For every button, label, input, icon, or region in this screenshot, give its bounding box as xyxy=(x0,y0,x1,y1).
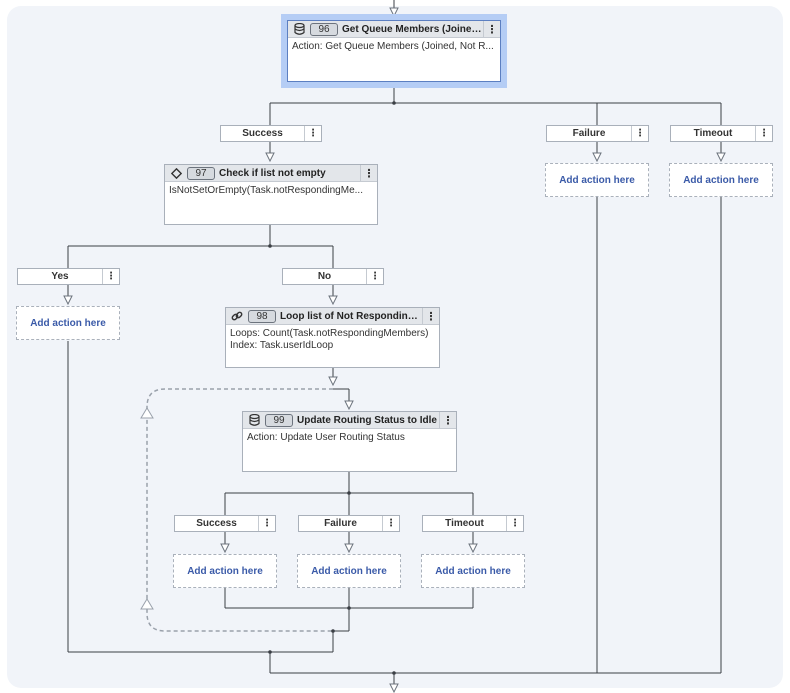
node-number: 96 xyxy=(310,22,338,36)
branch-menu-icon[interactable]: ⋮ xyxy=(506,516,523,531)
branch-failure-99[interactable]: Failure ⋮ xyxy=(298,515,400,532)
branch-success[interactable]: Success ⋮ xyxy=(220,125,322,142)
branch-label: Yes xyxy=(51,271,69,282)
node-number: 99 xyxy=(265,413,293,427)
node-title: Update Routing Status to Idle xyxy=(297,414,437,426)
node-menu-icon[interactable]: ⋮ xyxy=(483,21,500,37)
node-99-update-routing[interactable]: 99 Update Routing Status to Idle ⋮ Actio… xyxy=(242,411,457,472)
node-header: 96 Get Queue Members (Joined,... ⋮ xyxy=(288,21,500,38)
link-icon xyxy=(230,309,244,323)
branch-success-99[interactable]: Success ⋮ xyxy=(174,515,276,532)
branch-label: Timeout xyxy=(693,128,733,139)
branch-menu-icon[interactable]: ⋮ xyxy=(304,126,321,141)
loop-count: Loops: Count(Task.notRespondingMembers) xyxy=(230,328,429,339)
branch-failure[interactable]: Failure ⋮ xyxy=(546,125,649,142)
branch-label: No xyxy=(317,271,332,282)
branch-label: Success xyxy=(196,518,237,529)
add-action-failure[interactable]: Add action here xyxy=(545,163,649,197)
add-action-success-99[interactable]: Add action here xyxy=(173,554,277,588)
branch-label: Timeout xyxy=(445,518,484,529)
branch-yes[interactable]: Yes ⋮ xyxy=(17,268,120,285)
branch-menu-icon[interactable]: ⋮ xyxy=(102,269,119,284)
database-icon xyxy=(292,22,306,36)
node-header: 99 Update Routing Status to Idle ⋮ xyxy=(243,412,456,429)
node-97-check-list[interactable]: 97 Check if list not empty ⋮ IsNotSetOrE… xyxy=(164,164,378,225)
node-menu-icon[interactable]: ⋮ xyxy=(422,308,439,324)
add-action-yes[interactable]: Add action here xyxy=(16,306,120,340)
database-icon xyxy=(247,413,261,427)
branch-label: Failure xyxy=(572,128,606,139)
node-title: Check if list not empty xyxy=(219,167,326,179)
node-number: 98 xyxy=(248,309,276,323)
node-title: Loop list of Not Responding ... xyxy=(280,310,422,322)
node-96-get-queue-members[interactable]: 96 Get Queue Members (Joined,... ⋮ Actio… xyxy=(281,14,507,88)
branch-menu-icon[interactable]: ⋮ xyxy=(631,126,648,141)
branch-menu-icon[interactable]: ⋮ xyxy=(755,126,772,141)
node-description: Action: Update User Routing Status xyxy=(247,432,405,443)
branch-menu-icon[interactable]: ⋮ xyxy=(366,269,383,284)
node-menu-icon[interactable]: ⋮ xyxy=(360,165,377,181)
add-action-timeout[interactable]: Add action here xyxy=(669,163,773,197)
branch-menu-icon[interactable]: ⋮ xyxy=(382,516,399,531)
node-title: Get Queue Members (Joined,... xyxy=(342,23,483,35)
loop-index: Index: Task.userIdLoop xyxy=(230,340,334,351)
branch-menu-icon[interactable]: ⋮ xyxy=(258,516,275,531)
node-98-loop[interactable]: 98 Loop list of Not Responding ... ⋮ Loo… xyxy=(225,307,440,368)
node-number: 97 xyxy=(187,166,215,180)
branch-timeout-99[interactable]: Timeout ⋮ xyxy=(422,515,524,532)
node-description: IsNotSetOrEmpty(Task.notRespondingMe... xyxy=(169,185,363,196)
node-description: Action: Get Queue Members (Joined, Not R… xyxy=(292,41,494,52)
add-action-failure-99[interactable]: Add action here xyxy=(297,554,401,588)
branch-label: Failure xyxy=(324,518,357,529)
node-header: 97 Check if list not empty ⋮ xyxy=(165,165,377,182)
branch-no[interactable]: No ⋮ xyxy=(282,268,384,285)
branch-label: Success xyxy=(242,128,283,139)
node-header: 98 Loop list of Not Responding ... ⋮ xyxy=(226,308,439,325)
node-menu-icon[interactable]: ⋮ xyxy=(439,412,456,428)
node-description: Loops: Count(Task.notRespondingMembers) … xyxy=(226,325,439,355)
diamond-icon xyxy=(169,166,183,180)
add-action-timeout-99[interactable]: Add action here xyxy=(421,554,525,588)
branch-timeout[interactable]: Timeout ⋮ xyxy=(670,125,773,142)
